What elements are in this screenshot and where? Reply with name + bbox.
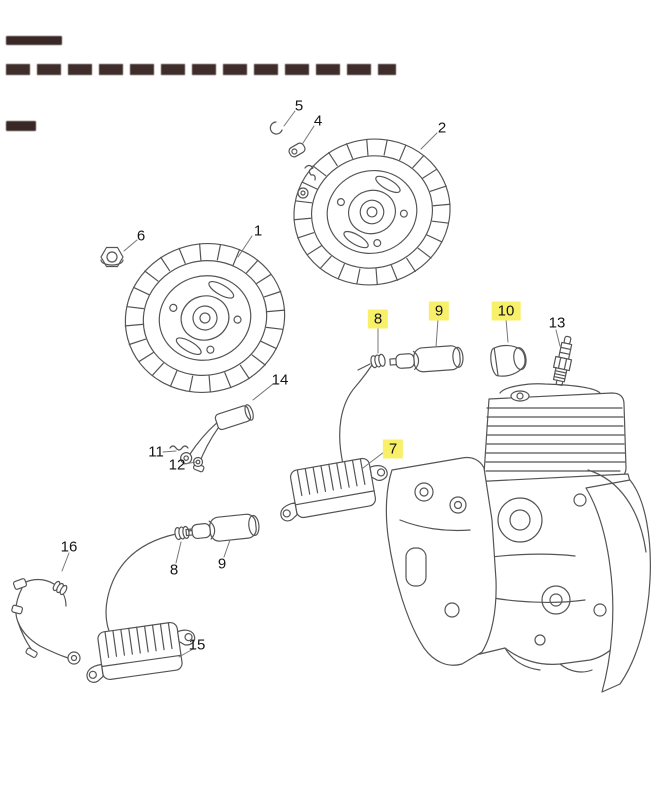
part-label-12[interactable]: 12 bbox=[168, 456, 186, 474]
cropped-text-fragment-2 bbox=[6, 121, 36, 131]
spark-plug-13 bbox=[552, 335, 573, 387]
wiring-harness-16 bbox=[11, 578, 81, 665]
part-label-14[interactable]: 14 bbox=[271, 371, 289, 389]
part-label-4[interactable]: 4 bbox=[313, 112, 323, 130]
part-label-10[interactable]: 10 bbox=[491, 301, 521, 321]
starter-pawl-parts bbox=[269, 121, 316, 199]
part-label-13[interactable]: 13 bbox=[548, 314, 566, 332]
part-label-5[interactable]: 5 bbox=[294, 97, 304, 115]
part-label-7[interactable]: 7 bbox=[382, 439, 404, 459]
part-label-9[interactable]: 9 bbox=[428, 301, 450, 321]
contact-spring-11 bbox=[169, 445, 189, 451]
part-label-8[interactable]: 8 bbox=[367, 309, 389, 329]
part-label-9b[interactable]: 9 bbox=[217, 555, 227, 573]
part-label-8b[interactable]: 8 bbox=[169, 561, 179, 579]
part-label-6[interactable]: 6 bbox=[136, 227, 146, 245]
part-label-2[interactable]: 2 bbox=[437, 119, 447, 137]
cropped-text-line bbox=[6, 64, 396, 75]
cropped-text-fragment-1 bbox=[6, 36, 62, 45]
leader-lines bbox=[61, 110, 561, 658]
sleeve-boot-10 bbox=[490, 344, 527, 377]
part-label-15[interactable]: 15 bbox=[188, 636, 206, 654]
part-label-1[interactable]: 1 bbox=[253, 222, 263, 240]
part-label-11[interactable]: 11 bbox=[148, 443, 164, 461]
part-label-16[interactable]: 16 bbox=[60, 538, 78, 556]
collar-nut bbox=[100, 246, 124, 268]
engine-assembly bbox=[385, 383, 651, 693]
